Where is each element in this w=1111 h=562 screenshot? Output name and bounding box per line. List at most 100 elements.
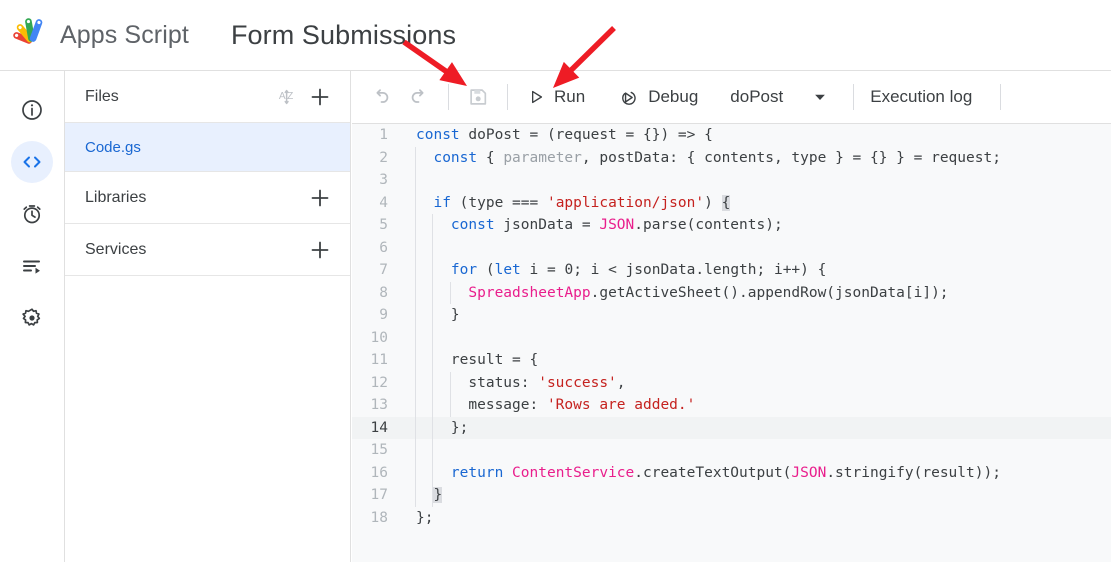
code-token: const — [450, 217, 495, 233]
indent-guide — [415, 326, 416, 349]
code-line-content — [398, 236, 1111, 259]
indent-guide — [432, 281, 434, 304]
line-number: 10 — [370, 329, 388, 346]
line-number: 1 — [379, 127, 388, 143]
indent-guide — [415, 371, 416, 394]
code-line[interactable]: 3 — [352, 169, 1111, 192]
sidebar-item-triggers[interactable] — [11, 193, 53, 235]
files-panel: Files A Z Code.gs Libraries — [65, 71, 351, 562]
line-number: 16 — [370, 464, 388, 481]
code-line[interactable]: 15 — [352, 439, 1111, 462]
code-token — [416, 217, 451, 233]
code-line-content: return ContentService.createTextOutput(J… — [398, 461, 1111, 484]
code-line-content: }; — [398, 507, 1111, 530]
code-line-content: const jsonData = JSON.parse(contents); — [398, 214, 1111, 237]
debug-button[interactable]: Debug — [613, 80, 704, 114]
line-number: 17 — [370, 487, 388, 503]
code-line[interactable]: 18}; — [352, 507, 1111, 530]
indent-guide — [432, 439, 434, 462]
indent-guide — [432, 259, 434, 282]
undo-button[interactable] — [364, 80, 398, 114]
editor-toolbar: Run Debug doPost Execution log — [352, 71, 1111, 124]
file-item-code-gs[interactable]: Code.gs — [65, 123, 350, 172]
code-line[interactable]: 14 }; — [352, 416, 1111, 439]
code-line[interactable]: 4 if (type === 'application/json') { — [352, 191, 1111, 214]
code-token: 'Rows are added.' — [546, 397, 696, 413]
indent-guide — [415, 259, 416, 282]
indent-guide — [415, 214, 416, 237]
page-title[interactable]: Form Submissions — [230, 19, 457, 50]
indent-guide — [432, 304, 434, 327]
code-token — [416, 465, 451, 481]
execution-log-button[interactable]: Execution log — [870, 87, 973, 106]
sidebar-item-executions[interactable] — [11, 245, 53, 287]
code-line-content — [398, 439, 1111, 462]
indent-guide — [432, 394, 434, 417]
code-line[interactable]: 11 result = { — [352, 349, 1111, 372]
add-library-button[interactable] — [304, 182, 336, 214]
code-token: { — [477, 149, 504, 166]
toolbar-divider-2 — [507, 84, 508, 110]
chevron-down-icon[interactable] — [803, 80, 837, 114]
svg-text:Z: Z — [287, 90, 293, 101]
code-token: const — [416, 127, 460, 143]
line-number: 8 — [379, 284, 388, 301]
code-token: ; i < jsonData.length; i++) { — [573, 262, 827, 278]
code-line[interactable]: 2 const { parameter, postData: { content… — [352, 146, 1111, 169]
code-line[interactable]: 16 return ContentService.createTextOutpu… — [352, 461, 1111, 484]
code-token: ContentService — [512, 464, 635, 481]
function-selector-label[interactable]: doPost — [730, 87, 784, 106]
indent-guide — [415, 349, 416, 372]
redo-button[interactable] — [402, 80, 436, 114]
code-line[interactable]: 10 — [352, 326, 1111, 349]
run-button[interactable]: Run — [520, 80, 591, 114]
add-file-button[interactable] — [304, 81, 336, 113]
code-line-content: } — [398, 484, 1111, 507]
code-token — [416, 285, 468, 301]
code-line[interactable]: 13 message: 'Rows are added.' — [352, 394, 1111, 417]
sidebar-item-project-settings[interactable] — [11, 297, 53, 339]
app-name[interactable]: Apps Script — [60, 20, 189, 49]
code-token — [416, 262, 451, 278]
code-token: 0 — [564, 262, 574, 278]
code-token: JSON — [599, 217, 635, 233]
code-editor[interactable]: 1 const doPost = (request = {}) => {2 con… — [352, 124, 1111, 562]
indent-guide — [415, 191, 416, 214]
save-button[interactable] — [461, 80, 495, 114]
code-line[interactable]: 9 } — [352, 304, 1111, 327]
code-token: }; — [416, 509, 434, 526]
code-line-content: result = { — [398, 349, 1111, 372]
code-token: .createTextOutput( — [634, 464, 792, 481]
code-line[interactable]: 7 for (let i = 0; i < jsonData.length; i… — [352, 259, 1111, 282]
code-line[interactable]: 5 const jsonData = JSON.parse(contents); — [352, 214, 1111, 237]
sidebar-item-editor[interactable] — [11, 141, 53, 183]
sidebar-item-overview[interactable] — [11, 89, 53, 131]
line-number: 3 — [379, 172, 388, 188]
services-section-label: Services — [85, 240, 147, 258]
indent-guide — [415, 304, 416, 327]
svg-text:A: A — [279, 90, 286, 101]
code-line[interactable]: 17 } — [352, 484, 1111, 507]
code-token: parameter — [503, 149, 582, 166]
line-number: 11 — [370, 352, 388, 368]
add-service-button[interactable] — [304, 234, 336, 266]
libraries-section-label: Libraries — [85, 188, 147, 206]
code-line[interactable]: 8 SpreadsheetApp.getActiveSheet().append… — [352, 281, 1111, 304]
line-number: 12 — [370, 374, 388, 391]
code-line[interactable]: 12 status: 'success', — [352, 371, 1111, 394]
code-token — [416, 195, 433, 211]
run-button-label: Run — [554, 87, 586, 106]
code-token — [503, 465, 512, 481]
line-number: 4 — [379, 194, 388, 211]
code-token: , — [616, 374, 626, 391]
code-token: message: — [416, 397, 547, 413]
code-token: return — [450, 464, 504, 481]
code-line-content: }; — [398, 416, 1111, 439]
indent-guide — [432, 416, 434, 439]
code-line[interactable]: 1 const doPost = (request = {}) => { — [352, 124, 1111, 147]
code-token: , postData: { contents, type } = {} } = … — [581, 149, 1001, 166]
left-icon-rail — [0, 71, 65, 562]
sort-az-icon[interactable]: A Z — [272, 81, 304, 113]
code-line[interactable]: 6 — [352, 236, 1111, 259]
code-line-content: const doPost = (request = {}) => { — [398, 124, 1111, 147]
